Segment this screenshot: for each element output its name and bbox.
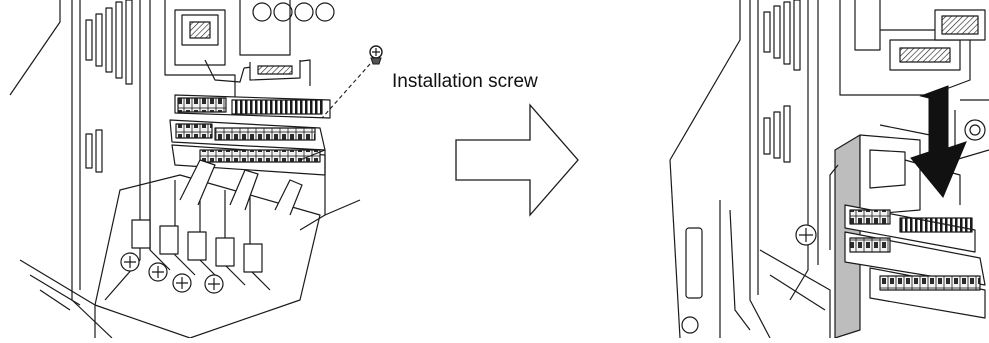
main-power-terminals [94, 159, 321, 339]
right-inverter-illustration [669, 0, 989, 339]
step-arrow-icon [455, 103, 579, 217]
right-vent-slots [763, 0, 801, 163]
screw-leader-line [321, 63, 371, 119]
upper-terminal-block [174, 94, 331, 119]
right-terminal-block-upper [844, 204, 976, 253]
screw-icon [369, 45, 383, 65]
insert-direction-arrow-icon [910, 85, 967, 198]
left-vent-slots [85, 0, 133, 173]
bottom-screws [120, 252, 224, 294]
installation-screw-label: Installation screw [392, 71, 538, 92]
lower-terminal-block [169, 119, 326, 176]
right-terminal-block-lower [844, 231, 986, 319]
left-inverter-illustration [9, 0, 361, 339]
